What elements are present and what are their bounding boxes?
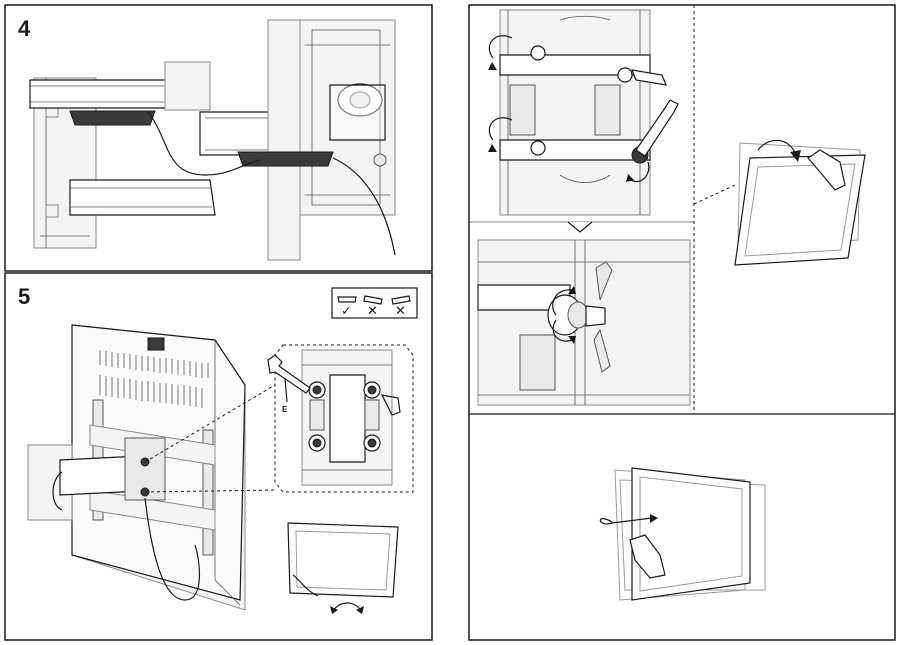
level-bracket-icon: [337, 296, 357, 303]
tv-tilt-illustration: [734, 139, 866, 266]
rotate-arrow-icon: [599, 514, 658, 525]
tv-label: [147, 337, 165, 351]
step-5-number: 5: [18, 284, 30, 309]
tv-swivel-illustration: [599, 467, 766, 601]
cable-tray-upper: [69, 110, 156, 126]
rotate-arrow-icon: [552, 286, 576, 344]
callout-connector: [693, 184, 736, 205]
step-4-number: 4: [18, 16, 31, 41]
wall-mount-arm-side-view: [29, 19, 396, 261]
cable-tray-lower: [237, 151, 334, 167]
tilt-bracket-detail-top: [488, 9, 679, 216]
wrench-icon: [635, 99, 679, 157]
power-cable: [147, 111, 396, 256]
panel-step-5: 5 ✓ ✕ ✕: [4, 272, 433, 641]
bolt-label-e: E: [282, 405, 288, 414]
tilt-knob-handle: [593, 261, 613, 373]
panel-tilt-adjust: [468, 4, 896, 641]
section-pointer: [567, 221, 593, 233]
hand-icon: [807, 149, 846, 191]
cross-mark: ✕: [367, 304, 378, 319]
tv-back-view: [27, 324, 276, 611]
rotate-arrow-icon: [488, 35, 650, 183]
tilt-bolt-callout: E: [267, 344, 414, 493]
tv-level-adjust-inset: [287, 522, 399, 614]
rotate-arrow-icon: [330, 602, 364, 614]
tilted-bracket-icon: [363, 295, 383, 305]
hand-icon: [629, 534, 666, 579]
wrench-icon: [267, 354, 311, 394]
tilt-bolt: [308, 381, 381, 452]
tilt-knob-detail: [477, 239, 691, 406]
orientation-check-box: ✓ ✕ ✕: [331, 287, 418, 319]
check-mark: ✓: [341, 304, 352, 319]
panel-step-4: 4: [4, 4, 433, 272]
power-cable: [144, 497, 201, 601]
cross-mark: ✕: [395, 304, 406, 319]
tilted-bracket-icon: [391, 295, 411, 305]
rotate-arrow-icon: [757, 139, 801, 162]
hand-icon: [292, 574, 319, 597]
